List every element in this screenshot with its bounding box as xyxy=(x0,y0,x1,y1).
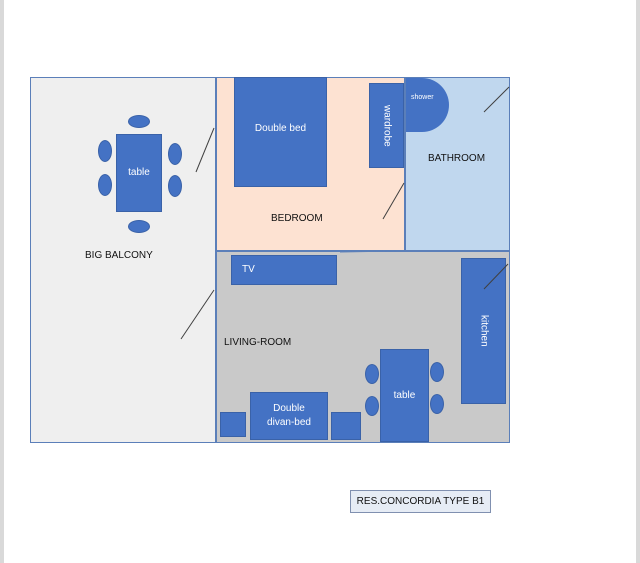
page-edge-right xyxy=(636,0,640,563)
balcony-chair-right-2 xyxy=(168,175,182,197)
balcony-chair-top xyxy=(128,115,150,128)
balcony-chair-left-2 xyxy=(98,174,112,196)
living-room-label: LIVING-ROOM xyxy=(224,337,292,348)
bathroom-room xyxy=(405,77,510,251)
kitchen-window xyxy=(483,263,509,290)
divan-bed-label-line1: Double xyxy=(273,403,305,414)
balcony-chair-bottom xyxy=(128,220,150,233)
bedroom-living-wall-gap xyxy=(339,250,399,253)
living-chair-right-2 xyxy=(430,394,444,414)
balcony-bedroom-door xyxy=(195,127,215,173)
kitchen-counter: kitchen xyxy=(461,258,506,404)
double-bed: Double bed xyxy=(234,77,327,187)
wardrobe: wardrobe xyxy=(369,83,404,168)
double-divan-bed: Double divan-bed xyxy=(250,392,328,440)
bedroom-label: BEDROOM xyxy=(271,213,323,224)
bathroom-label: BATHROOM xyxy=(428,153,486,164)
plan-caption: RES.CONCORDIA TYPE B1 xyxy=(350,490,491,513)
page-edge-left xyxy=(0,0,4,563)
living-chair-right-1 xyxy=(430,362,444,382)
divan-side-table-left xyxy=(220,412,246,437)
balcony-living-door xyxy=(180,289,215,340)
balcony-chair-left-1 xyxy=(98,140,112,162)
bathroom-door xyxy=(382,182,405,220)
balcony-table: table xyxy=(116,134,162,212)
living-chair-left-2 xyxy=(365,396,379,416)
divan-side-table-right xyxy=(331,412,361,440)
divan-bed-label-line2: divan-bed xyxy=(267,417,311,428)
living-chair-left-1 xyxy=(365,364,379,384)
bathroom-window xyxy=(483,86,510,113)
shower: shower xyxy=(406,78,449,132)
tv-unit: TV xyxy=(231,255,337,285)
living-table: table xyxy=(380,349,429,442)
big-balcony-label: BIG BALCONY xyxy=(85,250,153,261)
balcony-chair-right-1 xyxy=(168,143,182,165)
